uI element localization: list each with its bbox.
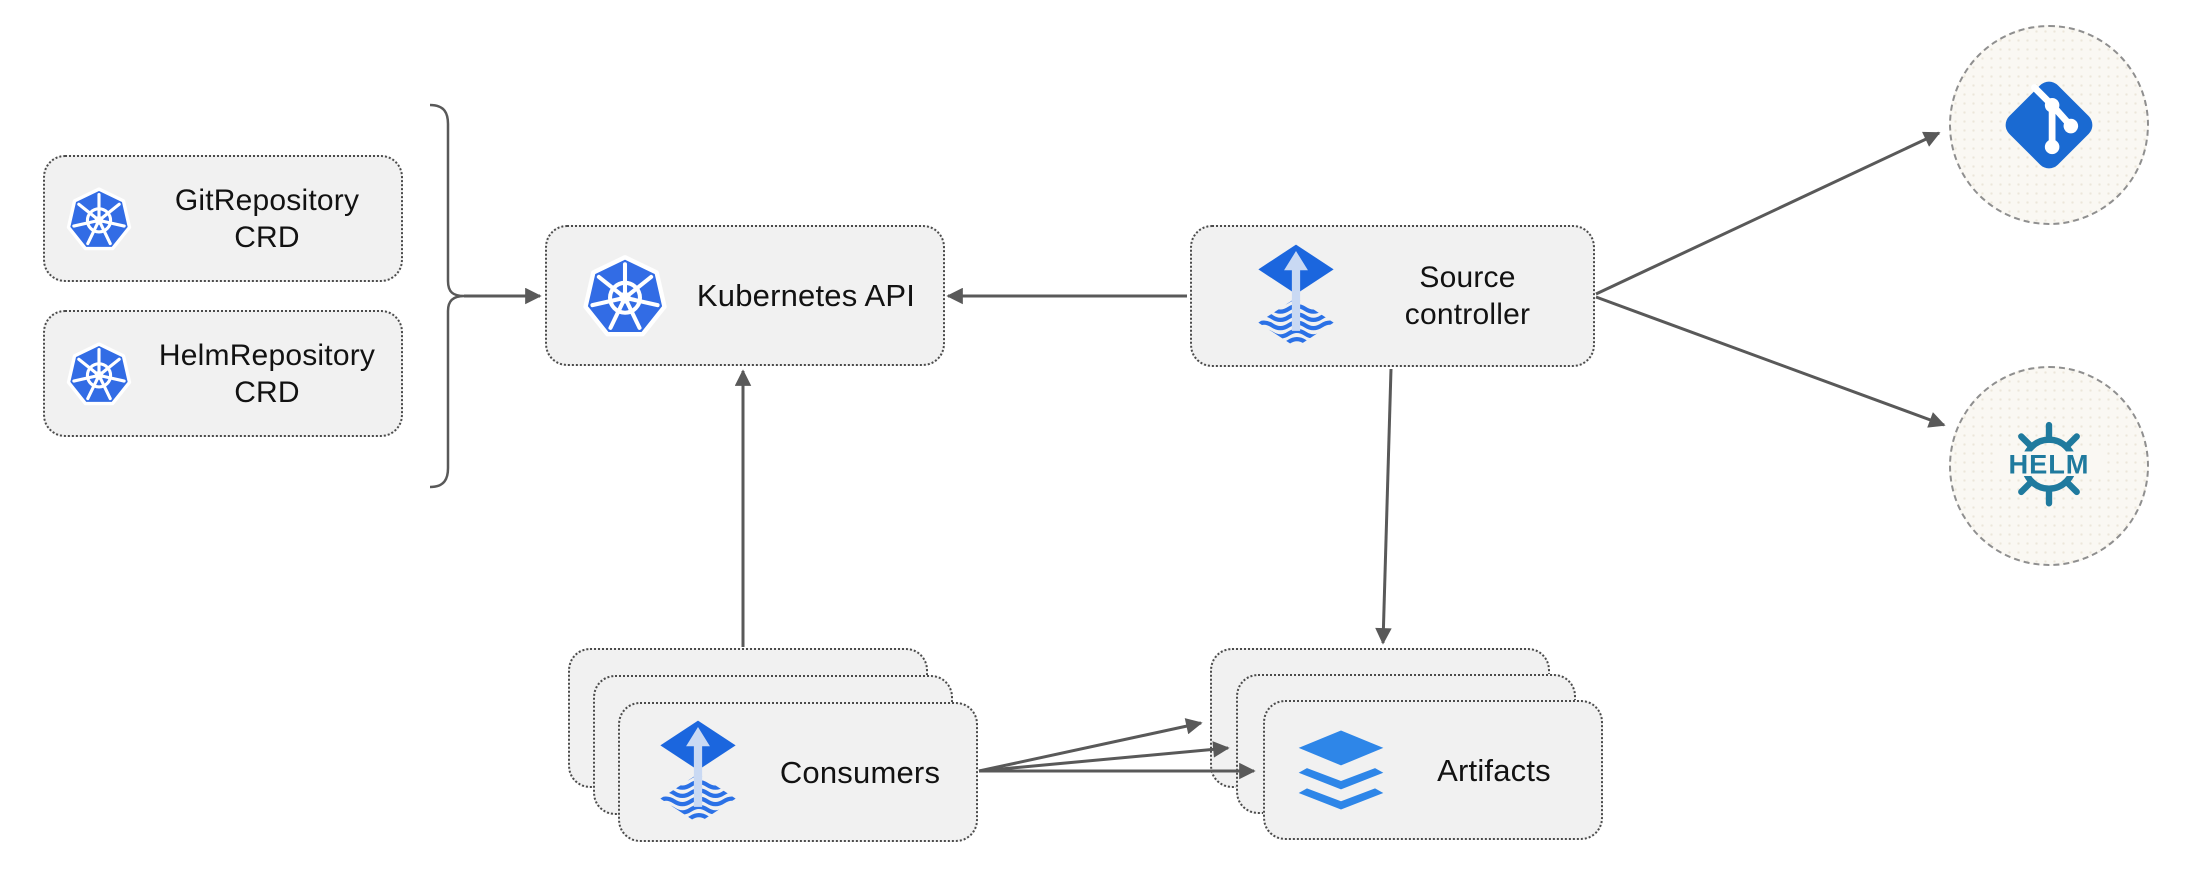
- node-git-endpoint: [1949, 25, 2149, 225]
- node-helm-endpoint: HELM: [1949, 366, 2149, 566]
- node-label: GitRepository CRD: [174, 183, 360, 254]
- node-gitrepository-crd: GitRepository CRD: [43, 155, 403, 282]
- flux-icon: [652, 716, 744, 828]
- edge-source-to-artifacts: [1375, 368, 1393, 645]
- git-icon: [1997, 73, 2101, 177]
- kubernetes-icon: [65, 185, 133, 253]
- node-helmrepository-crd: HelmRepository CRD: [43, 310, 403, 437]
- helm-logo-text: HELM: [2009, 448, 2090, 479]
- node-source-controller: Source controller: [1190, 225, 1595, 367]
- layers-icon: [1295, 724, 1387, 816]
- flux-icon: [1250, 240, 1342, 352]
- edge-source-to-helm: [1595, 295, 1946, 428]
- node-consumers: Consumers: [618, 702, 978, 842]
- node-label: Source controller: [1404, 261, 1531, 331]
- crd-group-bracket: [429, 103, 465, 489]
- node-label: Consumers: [779, 754, 941, 790]
- kubernetes-icon: [65, 340, 133, 408]
- edge-source-to-git: [1595, 131, 1941, 296]
- node-label: Kubernetes API: [696, 278, 916, 313]
- edge-consumers-to-artifacts-2: [978, 741, 1230, 773]
- helm-icon: HELM: [1989, 411, 2109, 521]
- edge-consumers-to-artifacts-1: [978, 718, 1203, 773]
- kubernetes-icon: [581, 252, 669, 340]
- node-artifacts: Artifacts: [1263, 700, 1603, 840]
- node-kubernetes-api: Kubernetes API: [545, 225, 945, 366]
- node-label: HelmRepository CRD: [158, 338, 376, 409]
- node-label: Artifacts: [1437, 752, 1551, 788]
